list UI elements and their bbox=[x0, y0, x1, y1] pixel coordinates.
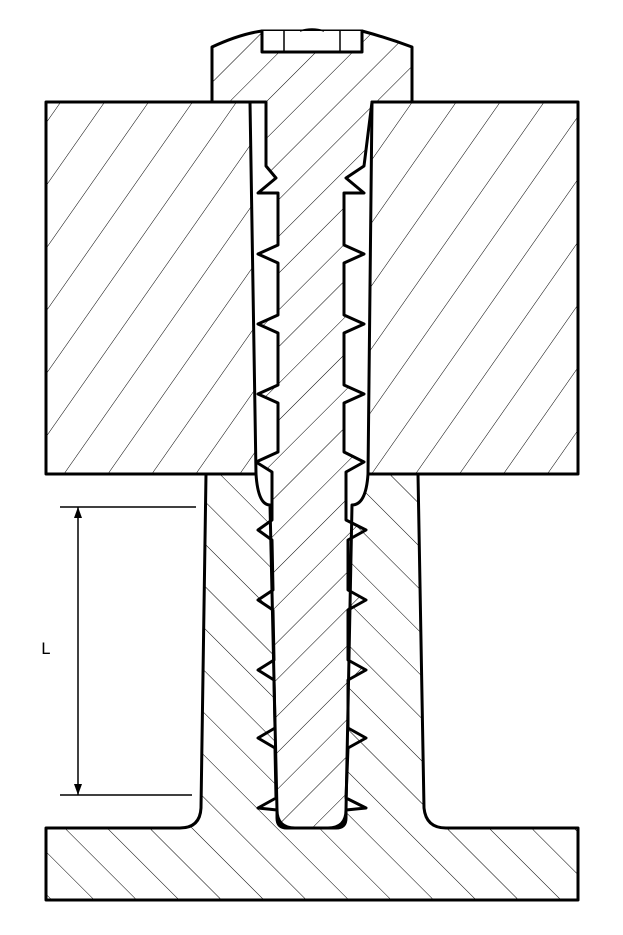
dimension-l: L bbox=[41, 506, 196, 796]
screw bbox=[210, 28, 414, 830]
dimension-arrow-top bbox=[74, 507, 82, 518]
upper-plate bbox=[44, 100, 580, 476]
dimension-label: L bbox=[41, 639, 51, 658]
dimension-arrow-bottom bbox=[74, 784, 82, 795]
